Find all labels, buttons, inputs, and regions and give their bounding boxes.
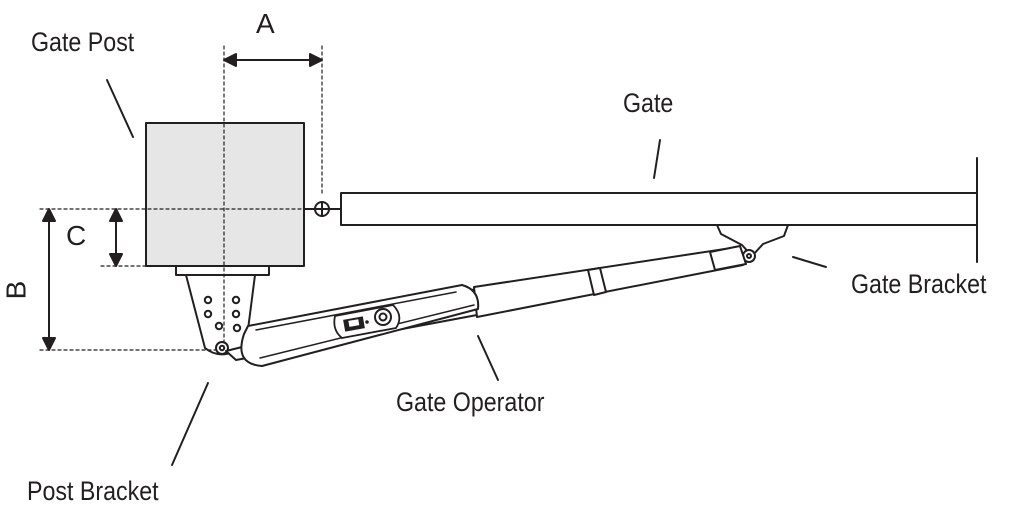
gate-label: Gate (623, 88, 674, 118)
gate (303, 157, 978, 263)
dimension-c-label: C (66, 220, 87, 251)
dimension-b-label: B (0, 280, 32, 300)
gate-bracket-label: Gate Bracket (851, 269, 987, 299)
leader-lines (106, 79, 827, 466)
post-bracket-label: Post Bracket (27, 476, 159, 506)
gate-post-label: Gate Post (31, 27, 135, 57)
gate-operator-label: Gate Operator (396, 387, 545, 417)
gate-operator (225, 245, 747, 367)
dimension-arrows (42, 53, 323, 351)
dimension-a-label: A (256, 8, 275, 39)
gate-post-block (145, 122, 305, 267)
gate-bracket (716, 224, 789, 263)
dimension-guides (39, 45, 323, 353)
